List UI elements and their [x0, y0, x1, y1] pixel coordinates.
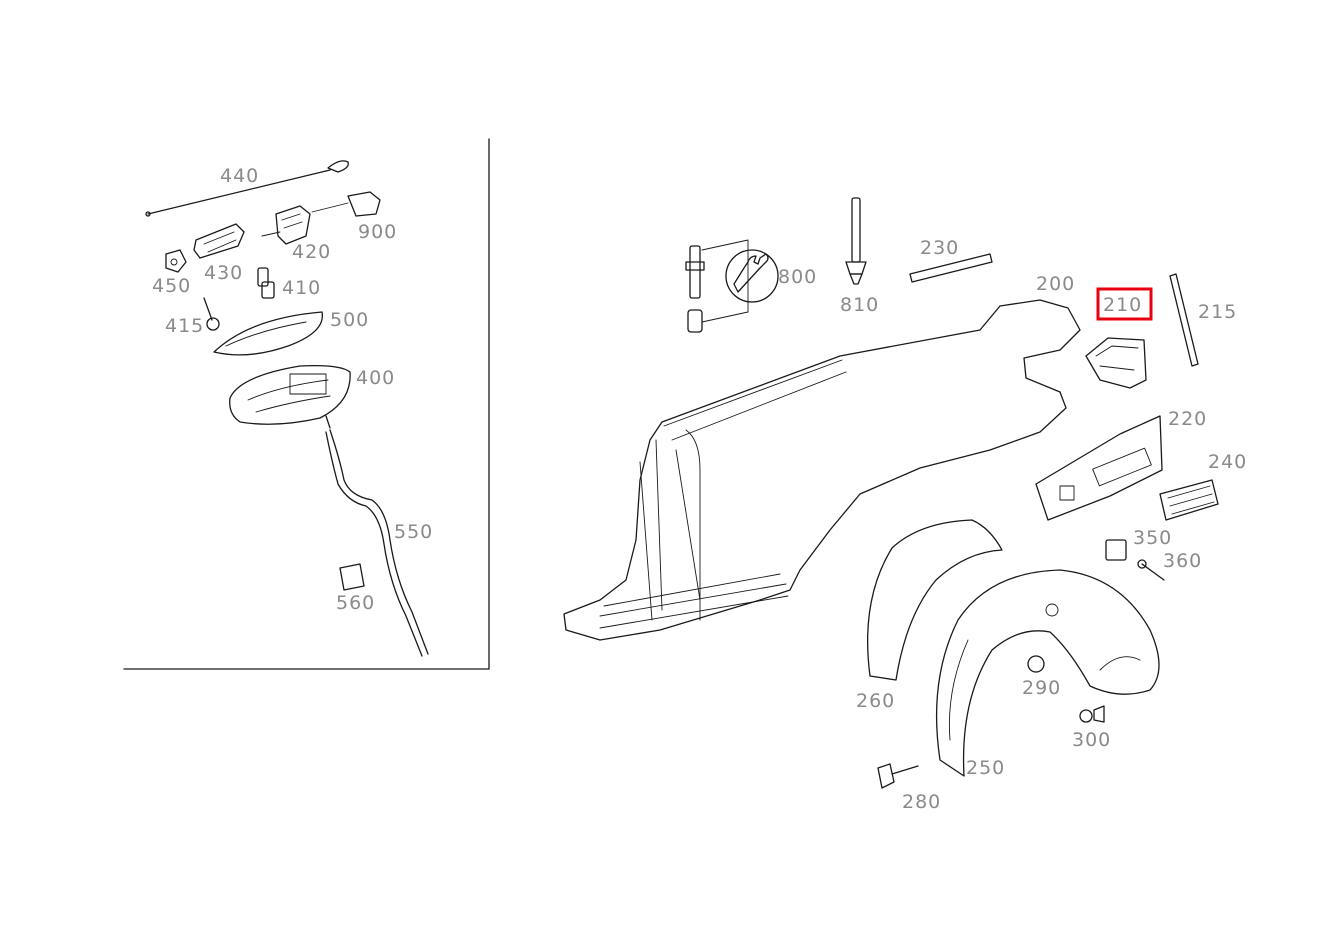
part-810-bolt[interactable]: [845, 197, 867, 285]
label-430: 430: [204, 262, 243, 284]
part-260-wheel-arch-liner[interactable]: [866, 519, 1003, 681]
part-420-actuator[interactable]: [261, 205, 311, 245]
part-200-side-panel[interactable]: [563, 299, 1081, 641]
part-410-plunger[interactable]: [257, 267, 275, 299]
part-900-cap[interactable]: [311, 191, 381, 217]
part-360-screw[interactable]: [1137, 559, 1165, 581]
part-250-wheel-housing[interactable]: [935, 569, 1160, 777]
part-400-housing[interactable]: [229, 364, 351, 429]
label-450: 450: [152, 275, 191, 297]
part-440-release-cable[interactable]: [145, 160, 349, 217]
label-550: 550: [394, 521, 433, 543]
part-430-hinge[interactable]: [193, 223, 245, 259]
label-800: 800: [778, 266, 817, 288]
label-230: 230: [920, 237, 959, 259]
part-500-fuel-door[interactable]: [213, 311, 323, 356]
part-415-pin[interactable]: [203, 297, 220, 331]
part-450-clip[interactable]: [165, 249, 187, 273]
label-280: 280: [902, 791, 941, 813]
label-400: 400: [356, 367, 395, 389]
part-215-trim[interactable]: [1169, 273, 1199, 367]
label-900: 900: [358, 221, 397, 243]
part-300-push-rivet[interactable]: [1079, 705, 1105, 723]
label-210: 210: [1103, 294, 1142, 316]
label-440: 440: [220, 165, 259, 187]
label-410: 410: [282, 277, 321, 299]
part-280-screw[interactable]: [877, 763, 919, 789]
part-labels: 440 900 420 450 430 410 415 500 400 550 …: [152, 165, 1247, 813]
part-550-drain-hose[interactable]: [325, 429, 429, 657]
label-810: 810: [840, 294, 879, 316]
part-350-clip[interactable]: [1105, 539, 1127, 561]
label-200: 200: [1036, 273, 1075, 295]
highlight-box-210: [1096, 287, 1153, 321]
label-220: 220: [1168, 408, 1207, 430]
part-290-clip[interactable]: [1027, 655, 1045, 673]
label-350: 350: [1133, 527, 1172, 549]
label-240: 240: [1208, 451, 1247, 473]
label-420: 420: [292, 241, 331, 263]
label-415: 415: [165, 315, 204, 337]
part-560-clip[interactable]: [339, 563, 365, 591]
label-500: 500: [330, 309, 369, 331]
inset-frame: [123, 138, 490, 670]
part-800-stud[interactable]: [685, 239, 779, 333]
label-560: 560: [336, 592, 375, 614]
label-250: 250: [966, 757, 1005, 779]
part-240-vent-grille[interactable]: [1159, 479, 1219, 521]
label-260: 260: [856, 690, 895, 712]
label-360: 360: [1163, 550, 1202, 572]
label-300: 300: [1072, 729, 1111, 751]
part-220-reinforcement[interactable]: [1035, 415, 1163, 521]
label-215: 215: [1198, 301, 1237, 323]
part-210-bracket[interactable]: [1085, 337, 1147, 389]
label-290: 290: [1022, 677, 1061, 699]
part-230-seal-strip[interactable]: [909, 253, 993, 283]
